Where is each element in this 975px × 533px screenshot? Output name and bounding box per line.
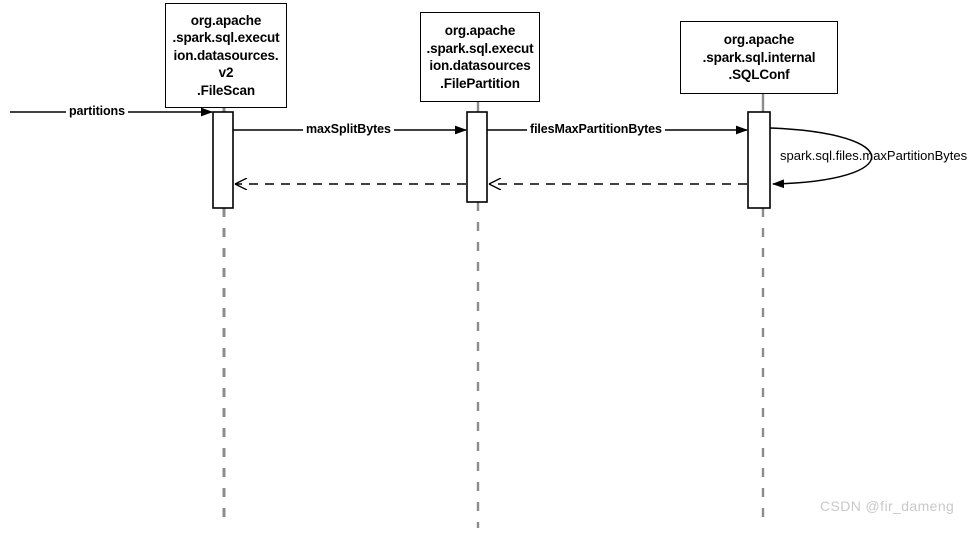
message-label-files-max-partition-bytes: filesMaxPartitionBytes	[527, 122, 665, 136]
participant-label-line: org.apache	[444, 23, 516, 38]
participant-box-filescan[interactable]: org.apache .spark.sql.execut ion.datasou…	[165, 3, 287, 108]
participant-label-line: .FileScan	[197, 82, 255, 98]
lifeline-group	[222, 202, 765, 528]
message-label-partitions: partitions	[66, 104, 128, 118]
activation-bar-filescan	[212, 111, 234, 209]
participant-label-line: .spark.sql.internal	[702, 49, 816, 65]
participant-label-line: .spark.sql.execut	[172, 30, 280, 46]
watermark-text: CSDN @fir_dameng	[820, 498, 955, 514]
activation-bar-sqlconf	[747, 111, 771, 209]
participant-label-line: .FilePartition	[440, 75, 520, 91]
activation-bar-filepartition	[466, 111, 488, 203]
participant-label-line: ion.datasources.	[173, 47, 279, 63]
participant-label-line: org.apache	[723, 32, 795, 48]
participant-label-line: ion.datasources	[429, 58, 531, 73]
message-label-sqlconf-self-call: spark.sql.files.maxPartitionBytes	[780, 148, 968, 163]
message-arrow-group	[10, 107, 873, 189]
participant-label-line: .SQLConf	[728, 67, 790, 83]
participant-box-filepartition[interactable]: org.apache .spark.sql.execut ion.datasou…	[420, 12, 540, 102]
participant-box-sqlconf[interactable]: org.apache .spark.sql.internal .SQLConf	[680, 21, 838, 94]
participant-label-line: v2	[218, 65, 234, 81]
participant-label-line: org.apache	[190, 12, 262, 28]
message-arc-sqlconf-self-call	[769, 127, 873, 189]
activation-bar-group	[212, 111, 771, 209]
message-label-max-split-bytes: maxSplitBytes	[303, 122, 394, 136]
participant-label-line: .spark.sql.execut	[426, 40, 534, 56]
